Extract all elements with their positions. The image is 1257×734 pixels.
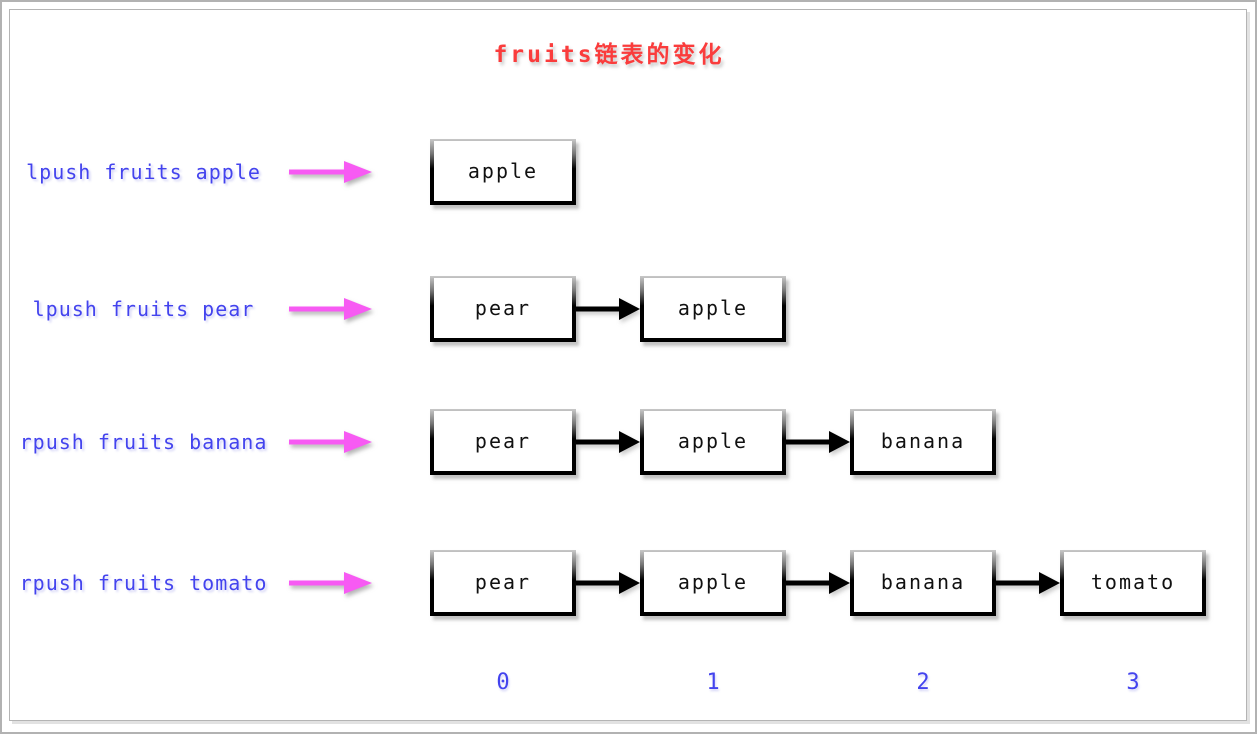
list-node: apple <box>640 409 786 475</box>
link-arrow-icon <box>576 298 640 320</box>
list-node: pear <box>430 409 576 475</box>
command-label: lpush fruits apple <box>26 160 261 184</box>
index-label: 2 <box>916 670 930 695</box>
list-node: apple <box>430 139 576 205</box>
node-value: banana <box>854 411 992 471</box>
node-value: apple <box>644 278 782 338</box>
node-value: pear <box>434 411 572 471</box>
row-lpush-apple: lpush fruits apple apple <box>2 139 1255 205</box>
node-value: pear <box>434 278 572 338</box>
index-label: 1 <box>706 670 720 695</box>
command-arrow-icon <box>289 431 372 453</box>
command-label: rpush fruits tomato <box>19 571 268 595</box>
node-value: banana <box>854 552 992 612</box>
node-value: pear <box>434 552 572 612</box>
index-label: 3 <box>1126 670 1140 695</box>
list-node: pear <box>430 550 576 616</box>
list-node: banana <box>850 550 996 616</box>
row-rpush-tomato: rpush fruits tomato pear apple banana to… <box>2 550 1255 616</box>
list-node: apple <box>640 276 786 342</box>
link-arrow-icon <box>576 572 640 594</box>
list-node: tomato <box>1060 550 1206 616</box>
link-arrow-icon <box>786 572 850 594</box>
node-value: apple <box>644 552 782 612</box>
command-arrow-icon <box>289 572 372 594</box>
list-node: pear <box>430 276 576 342</box>
row-rpush-banana: rpush fruits banana pear apple banana <box>2 409 1255 475</box>
list-node: banana <box>850 409 996 475</box>
node-value: apple <box>644 411 782 471</box>
node-value: tomato <box>1064 552 1202 612</box>
list-node: apple <box>640 550 786 616</box>
link-arrow-icon <box>786 431 850 453</box>
link-arrow-icon <box>996 572 1060 594</box>
node-value: apple <box>434 141 572 201</box>
command-arrow-icon <box>289 298 372 320</box>
command-arrow-icon <box>289 161 372 183</box>
row-lpush-pear: lpush fruits pear pear apple <box>2 276 1255 342</box>
link-arrow-icon <box>576 431 640 453</box>
index-label: 0 <box>496 670 510 695</box>
command-label: lpush fruits pear <box>32 297 255 321</box>
diagram-title: fruits链表的变化 <box>493 42 725 68</box>
command-label: rpush fruits banana <box>19 430 268 454</box>
